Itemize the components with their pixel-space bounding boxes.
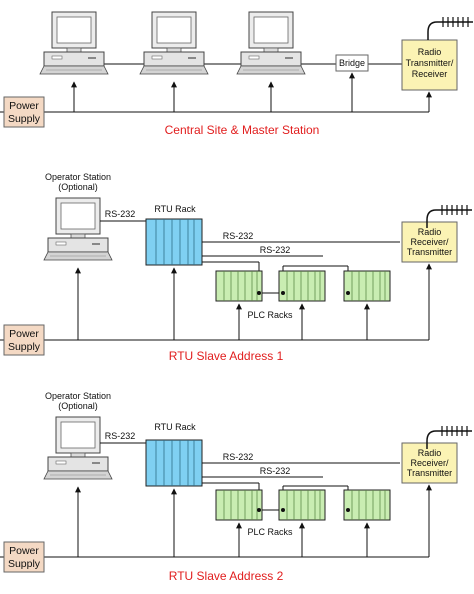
radio-box bbox=[401, 39, 458, 91]
computer-icon bbox=[43, 197, 113, 261]
power-supply-box bbox=[3, 541, 45, 573]
radio-label: Transmitter/ bbox=[406, 58, 454, 68]
power-label: Supply bbox=[8, 341, 41, 353]
rs232-label: RS-232 bbox=[223, 231, 254, 241]
power-label: Power bbox=[9, 545, 39, 557]
rtu-rack bbox=[145, 218, 203, 266]
radio-label: Receiver/ bbox=[410, 458, 449, 468]
operator-label: (Optional) bbox=[58, 401, 98, 411]
rs232-label: RS-232 bbox=[105, 209, 136, 219]
section-caption: Central Site & Master Station bbox=[165, 123, 320, 137]
radio-label: Radio bbox=[418, 47, 442, 57]
rs232-label: RS-232 bbox=[105, 431, 136, 441]
section-rtu-slave-2: Operator Station (Optional) RS-232 RTU R… bbox=[0, 391, 473, 583]
operator-label: Operator Station bbox=[45, 391, 111, 401]
section-caption: RTU Slave Address 1 bbox=[169, 349, 284, 363]
power-supply-box bbox=[3, 324, 45, 356]
rs232-label: RS-232 bbox=[223, 452, 254, 462]
power-label: Supply bbox=[8, 113, 41, 125]
plc-rack bbox=[215, 489, 263, 521]
plc-label: PLC Racks bbox=[247, 527, 293, 537]
plc-label: PLC Racks bbox=[247, 310, 293, 320]
antenna-icon bbox=[427, 16, 474, 41]
rs232-label: RS-232 bbox=[260, 245, 291, 255]
computer-icon bbox=[139, 11, 209, 75]
bridge-label: Bridge bbox=[339, 58, 365, 68]
plc-rack bbox=[278, 489, 326, 521]
plc-rack bbox=[278, 270, 326, 302]
rs232-label: RS-232 bbox=[260, 466, 291, 476]
radio-label: Transmitter bbox=[407, 247, 452, 257]
rtu-label: RTU Rack bbox=[154, 422, 196, 432]
power-label: Power bbox=[9, 328, 39, 340]
operator-label: (Optional) bbox=[58, 182, 98, 192]
computer-icon bbox=[43, 416, 113, 480]
plc-rack bbox=[343, 489, 391, 521]
radio-box bbox=[401, 442, 458, 484]
power-supply-box bbox=[3, 96, 45, 128]
radio-label: Radio bbox=[418, 227, 442, 237]
bridge-box bbox=[335, 54, 369, 72]
rtu-label: RTU Rack bbox=[154, 204, 196, 214]
power-label: Supply bbox=[8, 558, 41, 570]
computer-icon bbox=[236, 11, 306, 75]
rtu-rack bbox=[145, 439, 203, 487]
radio-label: Receiver bbox=[412, 69, 448, 79]
radio-label: Receiver/ bbox=[410, 237, 449, 247]
section-central-site: Bridge Radio Transmitter/ Receiver Power… bbox=[0, 11, 474, 137]
plc-rack bbox=[343, 270, 391, 302]
radio-box bbox=[401, 221, 458, 263]
radio-label: Radio bbox=[418, 448, 442, 458]
computer-icon bbox=[39, 11, 109, 75]
section-rtu-slave-1: Operator Station (Optional) RS-232 RTU R… bbox=[0, 172, 473, 363]
section-caption: RTU Slave Address 2 bbox=[169, 569, 284, 583]
operator-label: Operator Station bbox=[45, 172, 111, 182]
power-label: Power bbox=[9, 100, 39, 112]
radio-label: Transmitter bbox=[407, 468, 452, 478]
plc-rack bbox=[215, 270, 263, 302]
